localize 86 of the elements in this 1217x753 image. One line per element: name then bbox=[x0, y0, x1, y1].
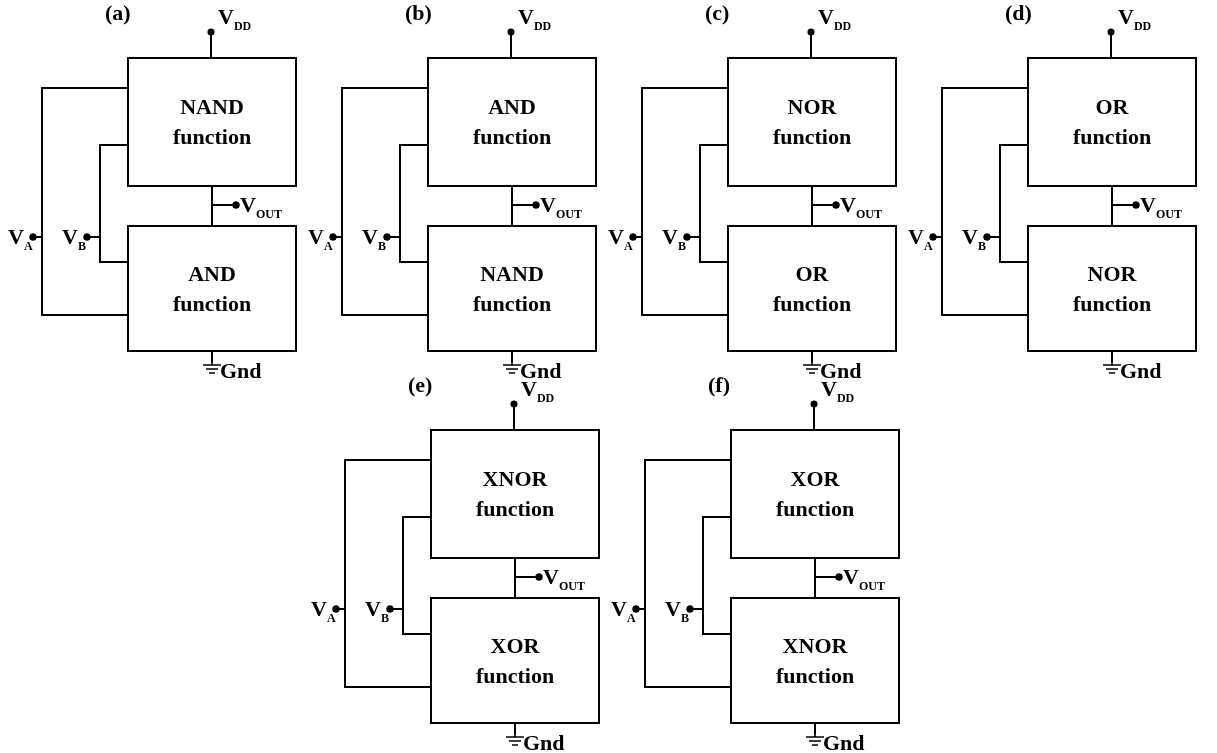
panel-label: (b) bbox=[405, 0, 432, 26]
terminal-label: V$_{B}$ bbox=[665, 598, 690, 634]
logic-block bbox=[127, 57, 297, 187]
wire bbox=[514, 573, 543, 598]
terminal-label: V$_{OUT}$ bbox=[1136, 194, 1198, 220]
wire bbox=[629, 233, 728, 316]
terminal-label: V$_{A}$ bbox=[608, 226, 633, 262]
terminal-label: Gnd bbox=[220, 358, 262, 384]
block-label: NOR function bbox=[771, 93, 853, 151]
logic-block bbox=[430, 429, 600, 559]
logic-block bbox=[427, 57, 597, 187]
wire bbox=[29, 233, 128, 316]
logic-block bbox=[730, 597, 900, 724]
wire bbox=[810, 400, 818, 430]
wire bbox=[383, 233, 428, 263]
terminal-label: V$_{OUT}$ bbox=[836, 194, 898, 220]
wire bbox=[211, 351, 213, 363]
wire bbox=[511, 201, 540, 226]
block-label: NAND function bbox=[471, 259, 553, 318]
block-label: XOR function bbox=[474, 631, 556, 690]
terminal-label: V$_{A}$ bbox=[611, 598, 636, 634]
wire bbox=[983, 233, 1028, 263]
terminal-label: V$_{DD}$ bbox=[1111, 6, 1162, 32]
wire bbox=[207, 28, 215, 58]
wire bbox=[511, 351, 513, 363]
wire bbox=[329, 233, 428, 316]
wire bbox=[686, 605, 731, 635]
logic-block bbox=[127, 225, 297, 352]
terminal-label: V$_{OUT}$ bbox=[536, 194, 598, 220]
block-label: NAND function bbox=[171, 93, 253, 151]
wire bbox=[1107, 28, 1115, 58]
terminal-label: V$_{A}$ bbox=[8, 226, 33, 262]
terminal-label: V$_{B}$ bbox=[62, 226, 87, 262]
wire bbox=[386, 605, 431, 635]
terminal-label: V$_{DD}$ bbox=[211, 6, 262, 32]
logic-block bbox=[1027, 57, 1197, 187]
block-label: OR function bbox=[771, 259, 853, 318]
terminal-label: V$_{DD}$ bbox=[511, 6, 562, 32]
wire bbox=[1111, 351, 1113, 363]
terminal-label: V$_{OUT}$ bbox=[839, 566, 901, 592]
block-label: AND function bbox=[471, 93, 553, 151]
wire bbox=[807, 28, 815, 58]
wire bbox=[507, 28, 515, 58]
wire bbox=[514, 723, 516, 735]
panel-label: (d) bbox=[1005, 0, 1032, 26]
logic-block bbox=[727, 57, 897, 187]
block-label: OR function bbox=[1071, 93, 1153, 151]
wire bbox=[814, 573, 843, 598]
wire bbox=[929, 233, 1028, 316]
panel-label: (a) bbox=[105, 0, 131, 26]
terminal-label: V$_{DD}$ bbox=[811, 6, 862, 32]
terminal-label: V$_{OUT}$ bbox=[236, 194, 298, 220]
logic-block bbox=[1027, 225, 1197, 352]
logic-block bbox=[727, 225, 897, 352]
terminal-label: V$_{B}$ bbox=[662, 226, 687, 262]
logic-block bbox=[730, 429, 900, 559]
terminal-label: V$_{A}$ bbox=[308, 226, 333, 262]
block-label: XOR function bbox=[774, 465, 856, 523]
terminal-label: V$_{B}$ bbox=[962, 226, 987, 262]
wire bbox=[83, 233, 128, 263]
terminal-label: Gnd bbox=[1120, 358, 1162, 384]
terminal-label: V$_{A}$ bbox=[908, 226, 933, 262]
wire bbox=[1111, 201, 1140, 226]
logic-block bbox=[430, 597, 600, 724]
wire bbox=[811, 201, 840, 226]
wire bbox=[510, 400, 518, 430]
terminal-label: V$_{B}$ bbox=[365, 598, 390, 634]
terminal-label: Gnd bbox=[823, 730, 865, 753]
wire bbox=[683, 233, 728, 263]
block-label: XNOR function bbox=[774, 631, 856, 690]
logic-block bbox=[427, 225, 597, 352]
panel-label: (e) bbox=[408, 372, 433, 398]
wire bbox=[632, 605, 731, 688]
terminal-label: V$_{B}$ bbox=[362, 226, 387, 262]
terminal-label: V$_{OUT}$ bbox=[539, 566, 601, 592]
block-label: AND function bbox=[171, 259, 253, 318]
wire bbox=[814, 723, 816, 735]
block-label: NOR function bbox=[1071, 259, 1153, 318]
wire bbox=[811, 351, 813, 363]
wire bbox=[332, 605, 431, 688]
panel-label: (c) bbox=[705, 0, 730, 26]
panel-label: (f) bbox=[708, 372, 730, 398]
block-label: XNOR function bbox=[474, 465, 556, 523]
terminal-label: Gnd bbox=[523, 730, 565, 753]
terminal-label: V$_{A}$ bbox=[311, 598, 336, 634]
wire bbox=[211, 201, 240, 226]
